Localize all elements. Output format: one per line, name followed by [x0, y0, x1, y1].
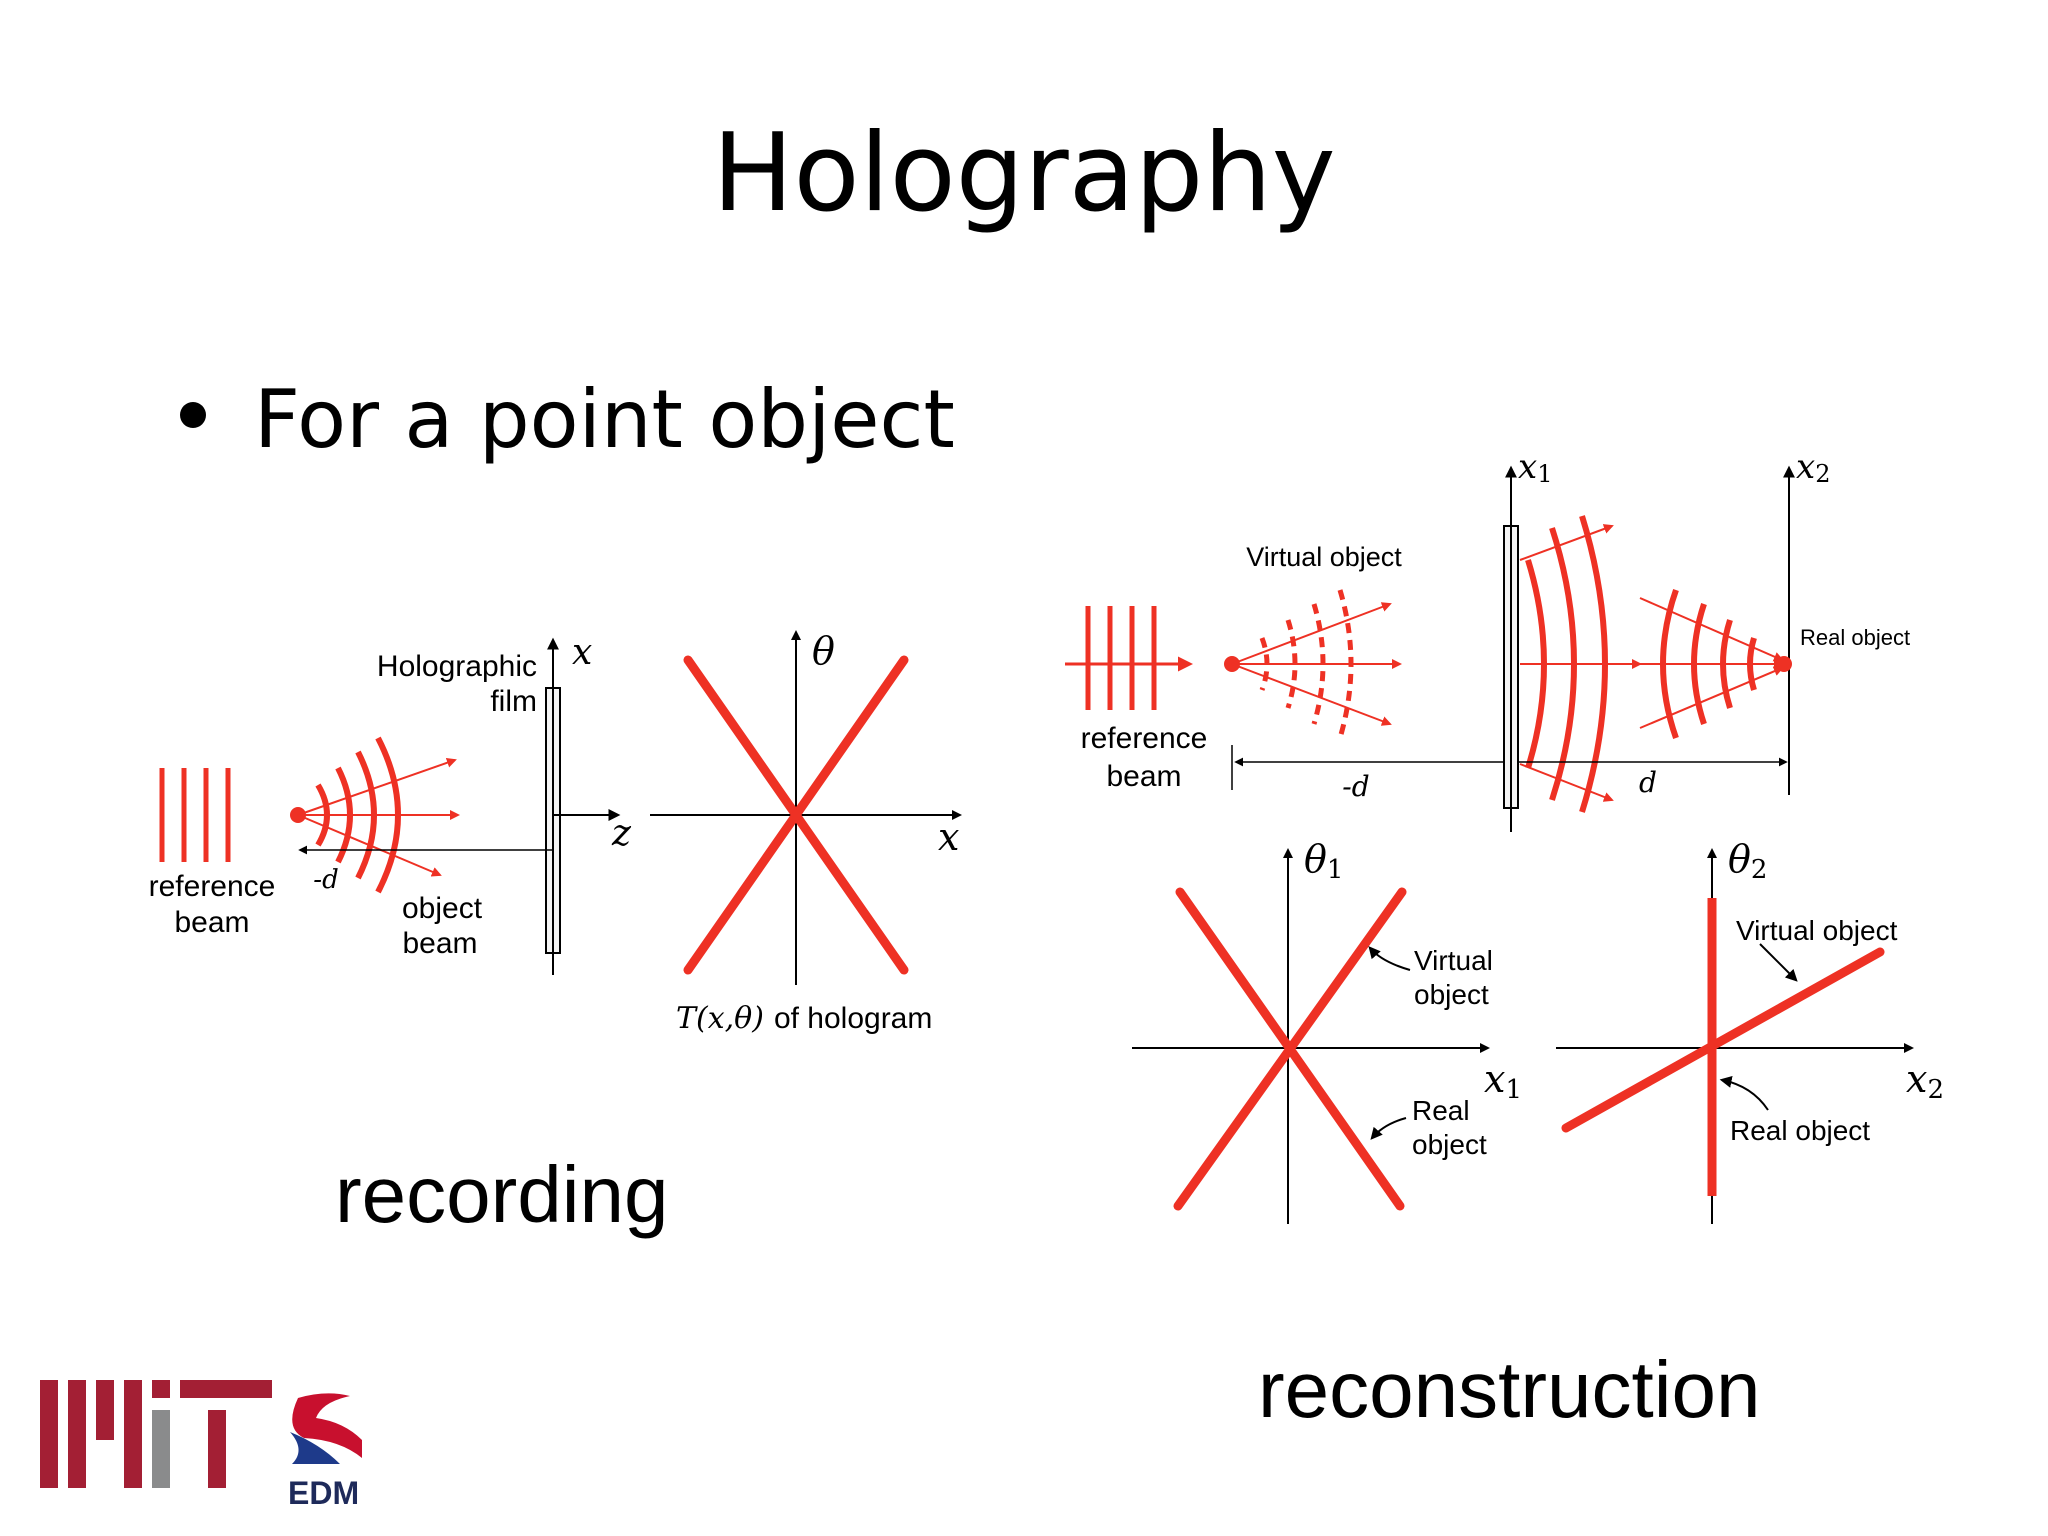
recording-plot: θ x T(x,θ)of hologram — [650, 629, 962, 1036]
bullet-text: For a point object — [254, 373, 955, 466]
mit-edm-logo: EDM — [40, 1380, 362, 1510]
recon-reference-lines — [1065, 606, 1193, 710]
object-rays — [297, 757, 460, 877]
hologram-x-lines — [683, 655, 909, 975]
plot2-real-pointer — [1719, 1076, 1769, 1111]
caption-recording: recording — [335, 1150, 669, 1239]
virtual-rays — [1231, 602, 1402, 726]
plot1-real-pointer — [1370, 1117, 1407, 1140]
film-label-2: film — [490, 685, 537, 718]
plot1-virtual-label: Virtual — [1414, 945, 1493, 976]
reconstruction-plot-1: θ1 x1 Virtual object Real object — [1132, 837, 1522, 1224]
recon-minus-d: -d — [1342, 770, 1369, 803]
slide-title: Holography — [712, 111, 1336, 236]
edm-label: EDM — [288, 1475, 359, 1510]
caption-reconstruction: reconstruction — [1258, 1345, 1761, 1434]
plot1-real-label-2: object — [1412, 1129, 1487, 1160]
plot2-virtual-pointer — [1759, 943, 1798, 982]
virtual-object-label: Virtual object — [1246, 542, 1402, 572]
bullet-dot — [180, 402, 206, 429]
plot1-real-label: Real — [1412, 1095, 1470, 1126]
plot2-virtual-label: Virtual object — [1736, 915, 1898, 946]
plot1-theta-label: θ1 — [1304, 837, 1343, 885]
recon-d: d — [1639, 766, 1657, 799]
object-beam-label: object — [402, 892, 483, 925]
reference-beam-label-2: beam — [174, 906, 249, 939]
film-x-label: x — [572, 632, 592, 673]
real-object-label: Real object — [1800, 625, 1910, 650]
z-label: z — [611, 813, 632, 854]
object-beam-label-2: beam — [402, 927, 477, 960]
plot2-real-label: Real object — [1730, 1115, 1870, 1146]
mit-logo-icon — [40, 1380, 272, 1488]
plot-caption: T(x,θ)of hologram — [676, 1001, 932, 1036]
bullet-item: For a point object — [180, 380, 955, 460]
edm-swoosh-icon — [290, 1393, 362, 1464]
reconstruction-setup: reference beam Virtual object Real objec… — [1065, 447, 1910, 832]
plot-theta-label: θ — [812, 629, 835, 673]
real-point — [1776, 656, 1792, 672]
recording-setup: reference beam -d object beam Holographi… — [149, 632, 632, 975]
reference-beam-lines — [159, 768, 231, 862]
x2-label: x2 — [1796, 447, 1830, 488]
plot2-virtual-line — [1561, 947, 1885, 1133]
x1-label: x1 — [1518, 447, 1552, 488]
plot2-theta-label: θ2 — [1728, 837, 1767, 885]
plot2-x-label: x2 — [1906, 1057, 1944, 1105]
recon-reference-label: reference — [1081, 722, 1208, 755]
plot1-real-line — [1175, 887, 1405, 1211]
plot1-x-label: x1 — [1484, 1057, 1522, 1105]
recon-reference-label-2: beam — [1106, 760, 1181, 793]
minus-d-label: -d — [313, 865, 338, 895]
plot1-virtual-label-2: object — [1414, 979, 1489, 1010]
plot1-virtual-pointer — [1368, 946, 1411, 971]
plot-x-label: x — [938, 815, 959, 859]
plot1-lines — [1173, 887, 1407, 1211]
converging-rays — [1519, 524, 1784, 802]
reconstruction-plot-2: θ2 x2 Virtual object Real object — [1556, 837, 1944, 1224]
film-label: Holographic — [377, 650, 537, 683]
reference-beam-label: reference — [149, 870, 276, 903]
